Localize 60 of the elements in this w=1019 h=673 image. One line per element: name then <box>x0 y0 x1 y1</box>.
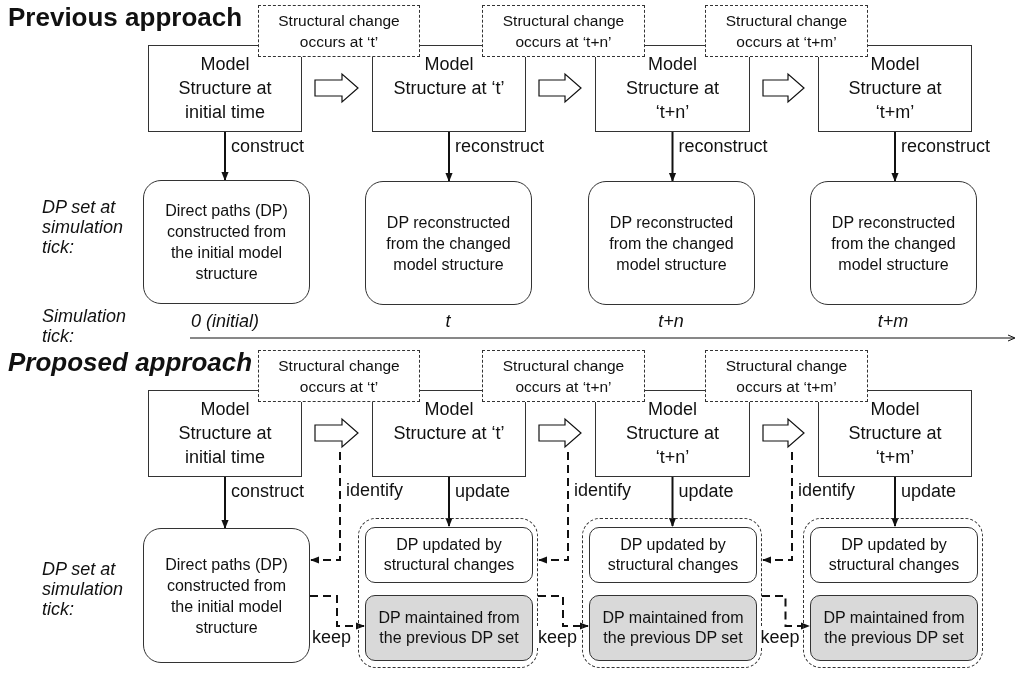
dp-subset-box: DP maintained from the previous DP set <box>365 595 533 661</box>
tick-label: t <box>445 312 451 332</box>
tick-label: t+n <box>658 312 684 332</box>
arrow <box>538 451 569 564</box>
dp-subset-box: DP maintained from the previous DP set <box>810 595 978 661</box>
structural-change-box: Structural change occurs at ‘t+n’ <box>482 350 645 402</box>
arrow <box>445 131 453 182</box>
model-structure-box: Model Structure at initial time <box>148 45 302 132</box>
dp-set-box: DP reconstructed from the changed model structure <box>365 181 532 305</box>
edge-label: update <box>900 481 958 501</box>
edge-label: keep <box>759 627 801 647</box>
section-heading: Proposed approach <box>8 348 253 377</box>
tick-label: 0 (initial) <box>191 312 259 332</box>
dp-set-box: Direct paths (DP) constructed from the initial model structure <box>143 528 310 663</box>
edge-label: identify <box>345 480 405 500</box>
arrow <box>891 476 899 527</box>
arrow <box>762 451 793 564</box>
dp-set-box: DP reconstructed from the changed model structure <box>588 181 755 305</box>
arrow <box>309 595 365 630</box>
dp-subset-box: DP maintained from the previous DP set <box>589 595 757 661</box>
edge-label: update <box>677 481 735 501</box>
dp-set-group <box>582 518 762 668</box>
arrow <box>668 476 677 527</box>
edge-label: update <box>454 481 512 501</box>
block-arrow <box>314 417 359 449</box>
row-label: Simulation tick: <box>42 307 128 347</box>
section-heading: Previous approach <box>8 3 243 32</box>
block-arrow <box>538 72 582 104</box>
structural-change-box: Structural change occurs at ‘t+m’ <box>705 350 868 402</box>
model-structure-box: Model Structure at initial time <box>148 390 302 477</box>
arrow <box>668 131 677 182</box>
dp-set-box: Direct paths (DP) constructed from the initial model structure <box>143 180 310 304</box>
arrow <box>537 595 589 630</box>
edge-label: keep <box>537 627 579 647</box>
arrow <box>445 476 453 527</box>
block-arrow <box>762 72 805 104</box>
tick-label: t+m <box>877 312 909 332</box>
structural-change-box: Structural change occurs at ‘t’ <box>258 350 420 402</box>
arrow <box>221 131 229 181</box>
arrow <box>761 595 810 630</box>
edge-label: keep <box>311 627 353 647</box>
dp-subset-box: DP updated by structural changes <box>589 527 757 583</box>
row-label: DP set at simulation tick: <box>42 198 125 258</box>
dp-set-group <box>358 518 538 668</box>
arrow <box>310 451 341 564</box>
dp-set-box: DP reconstructed from the changed model structure <box>810 181 977 305</box>
arrow <box>891 131 899 182</box>
edge-label: identify <box>573 480 633 500</box>
arrow <box>221 476 229 529</box>
row-label: DP set at simulation tick: <box>42 560 125 620</box>
structural-change-box: Structural change occurs at ‘t+m’ <box>705 5 868 57</box>
structural-change-box: Structural change occurs at ‘t+n’ <box>482 5 645 57</box>
dp-set-group <box>803 518 983 668</box>
dp-subset-box: DP updated by structural changes <box>365 527 533 583</box>
structural-change-box: Structural change occurs at ‘t’ <box>258 5 420 57</box>
dp-subset-box: DP updated by structural changes <box>810 527 978 583</box>
block-arrow <box>538 417 582 449</box>
block-arrow <box>314 72 359 104</box>
block-arrow <box>762 417 805 449</box>
edge-label: identify <box>797 480 857 500</box>
